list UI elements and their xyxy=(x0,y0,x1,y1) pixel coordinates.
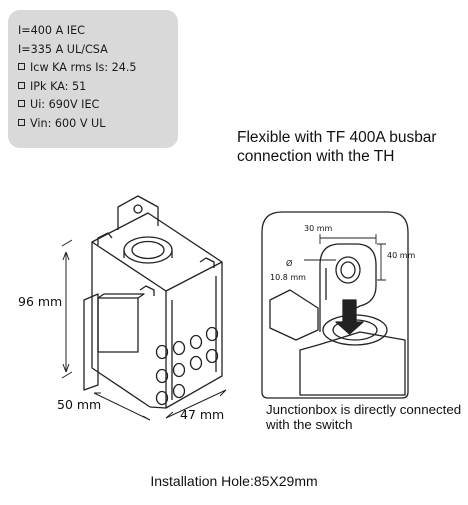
hole-symbol-label: Ø xyxy=(286,258,292,268)
spec-line: I=335 A UL/CSA xyxy=(18,42,108,56)
dimension-lines xyxy=(61,239,227,421)
depth-dimension-label: 47 mm xyxy=(180,407,225,422)
checkbox-bullet-icon xyxy=(18,100,25,107)
specifications-panel: I=400 A IEC I=335 A UL/CSA Icw KA rms Is… xyxy=(8,10,178,148)
spec-line: Ui: 690V IEC xyxy=(18,96,178,115)
junction-box-illustration xyxy=(83,195,223,409)
busbar-detail-illustration xyxy=(261,211,409,399)
checkbox-bullet-icon xyxy=(18,81,25,89)
spec-line: Icw KA rms Is: 24.5 xyxy=(18,59,178,78)
connection-caption: Flexible with TF 400A busbar connection … xyxy=(237,129,437,165)
checkbox-bullet-icon xyxy=(18,118,25,126)
spec-line: Vin: 600 V UL xyxy=(18,115,178,134)
busbar-length-label: 40 mm xyxy=(387,251,416,260)
spec-line: I=400 A IEC xyxy=(18,24,85,37)
installation-hole-text: Installation Hole:85X29mm xyxy=(150,473,318,489)
hole-diameter-label: 10.8 mm xyxy=(270,273,306,282)
junction-note: Junctionbox is directly connected with t… xyxy=(266,402,462,432)
checkbox-bullet-icon xyxy=(18,63,25,70)
width-dimension-label: 50 mm xyxy=(57,397,102,412)
spec-line: IPk KA: 51 xyxy=(18,78,178,97)
height-dimension-label: 96 mm xyxy=(18,294,63,309)
busbar-width-label: 30 mm xyxy=(304,224,333,233)
